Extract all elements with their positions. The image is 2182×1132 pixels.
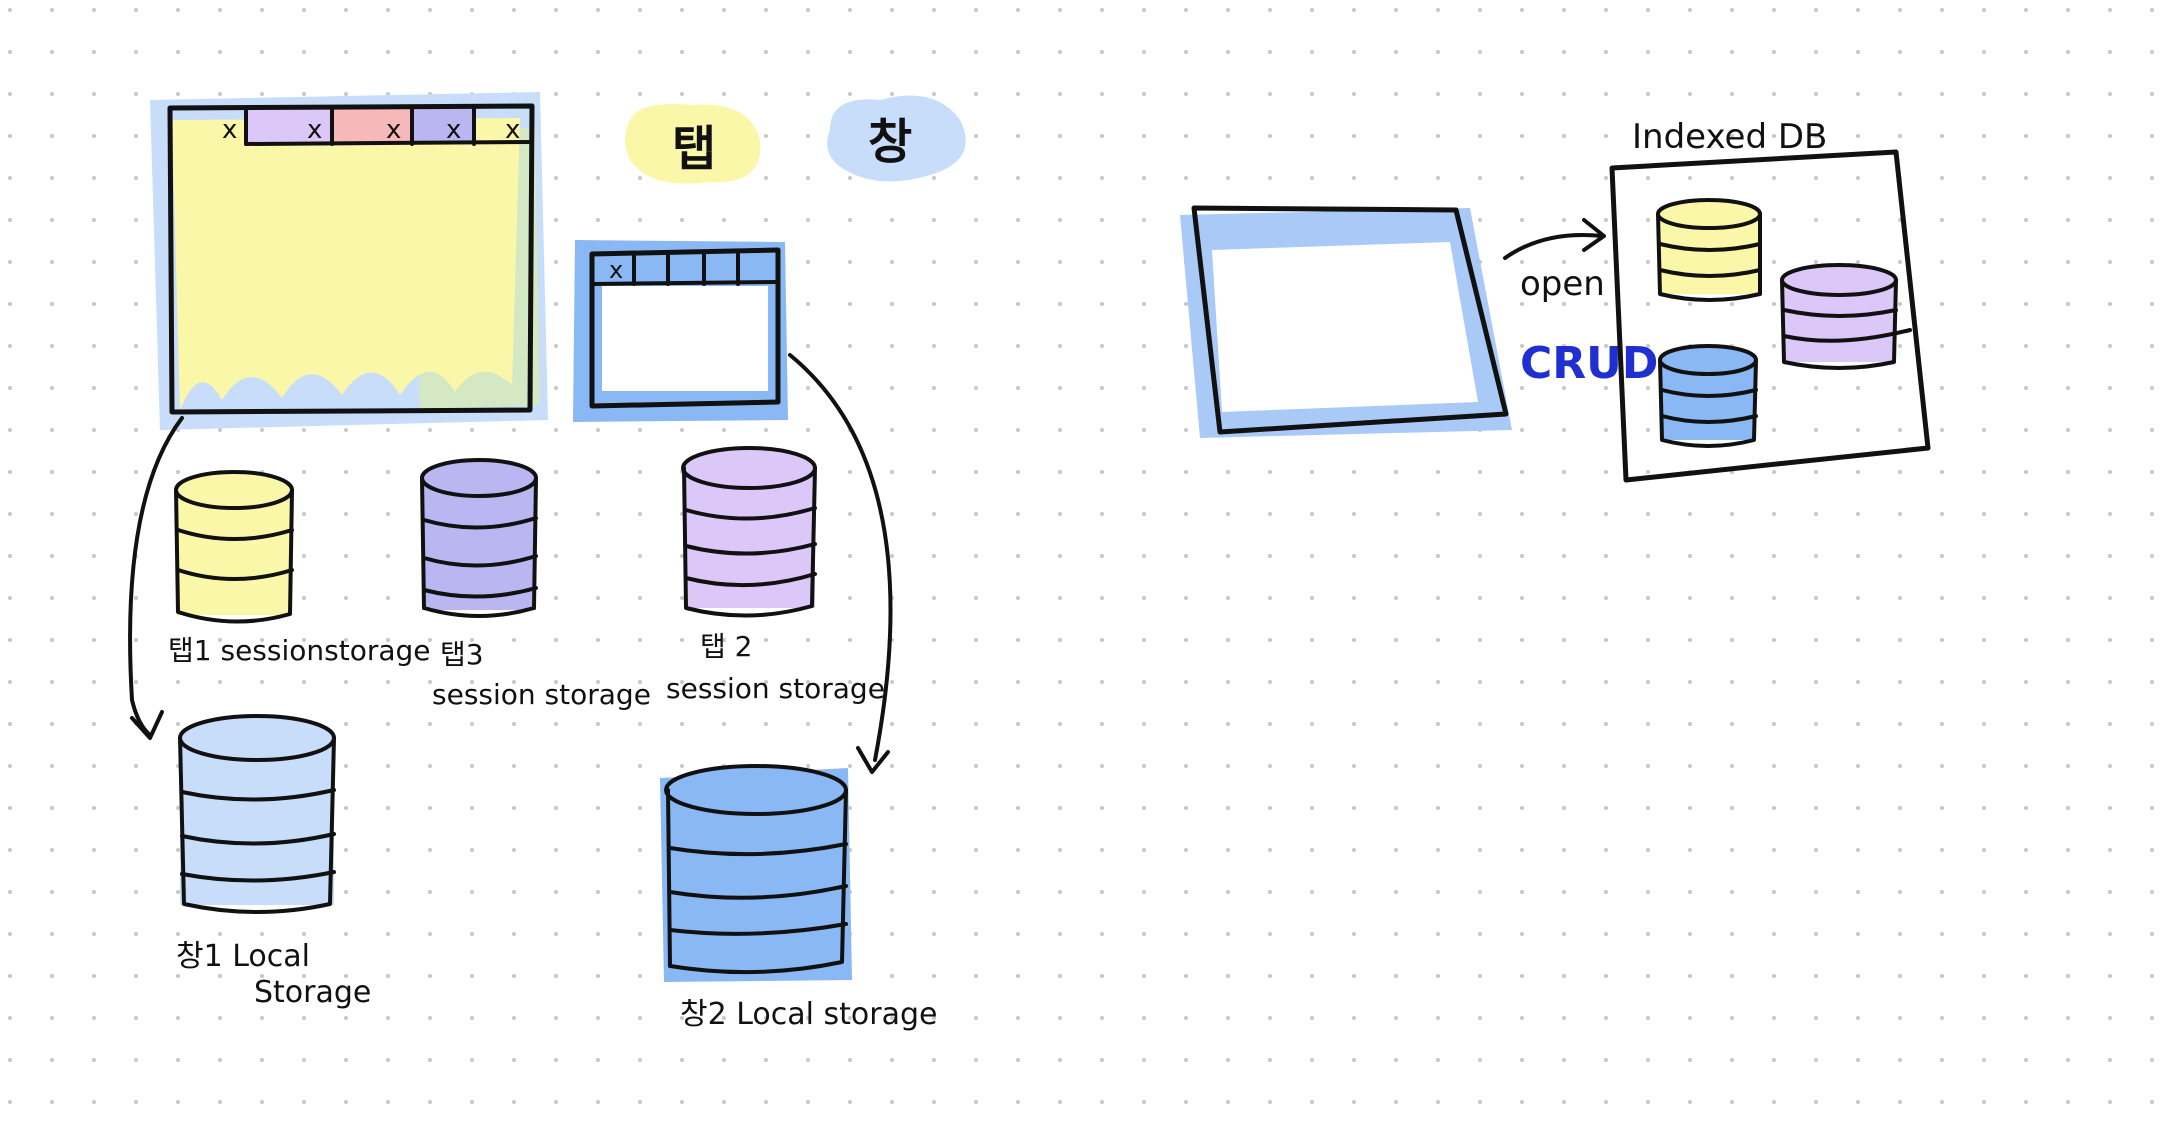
indexeddb-container	[1609, 149, 1931, 483]
arrow-window-1-to-local	[128, 416, 184, 737]
window-1-tab-3-fill	[412, 108, 474, 144]
cylinder-band-1	[684, 506, 817, 521]
window-2-tab-close-icon: x	[609, 256, 623, 284]
cylinder-band-3	[422, 586, 538, 599]
window-1-tab-0-close-icon: x	[222, 115, 237, 145]
window-3-body-fill	[1212, 242, 1478, 412]
cylinder-top-fill	[683, 448, 815, 488]
browser-window-1: x x x x x	[150, 92, 548, 430]
cylinder-band-1	[180, 788, 336, 802]
window-1-tab-4-close-icon: x	[505, 115, 520, 145]
browser-window-3	[1180, 205, 1512, 438]
label-tab1-session: 탭1 sessionstorage	[168, 634, 431, 667]
db-icon-tab3-session	[420, 458, 538, 618]
idb-purple-band-1	[1782, 308, 1898, 318]
window-2-outline	[589, 247, 781, 409]
label-tab2-session-line2: session storage	[666, 672, 885, 705]
cylinder-band-1	[668, 842, 848, 857]
cylinder-sides	[682, 466, 817, 618]
legend-tab-label: 탭	[672, 121, 716, 177]
cylinder-fill	[180, 738, 334, 905]
window-1-tab-2-fill	[332, 108, 412, 144]
cylinder-fill	[176, 490, 292, 615]
window-3-outline	[1191, 205, 1509, 435]
cylinder-band-3	[180, 870, 336, 883]
cylinder-top-fill	[666, 766, 846, 814]
open-arrow-head	[1582, 218, 1606, 252]
label-tab2-session-line1: 탭 2	[700, 630, 752, 663]
window-2-body-fill	[602, 286, 768, 391]
window-1-tab-2-close-icon: x	[386, 115, 401, 145]
idb-purple-top-fill	[1782, 265, 1896, 295]
window-2-tabbar-line	[590, 280, 780, 286]
open-arrow	[1503, 232, 1604, 260]
window-1-tab-1-close-icon: x	[307, 115, 322, 145]
cylinder-top-fill	[422, 460, 536, 496]
legend-tab: 탭	[625, 104, 761, 184]
arrow-window-1-head	[130, 710, 164, 740]
cylinder-band-2	[668, 884, 848, 900]
cylinder-band-3	[668, 922, 848, 936]
cylinder-top-fill	[176, 472, 292, 508]
idb-yellow-band-1	[1658, 242, 1762, 252]
browser-window-2: x	[573, 240, 788, 422]
idb-yellow-band-2	[1658, 268, 1762, 278]
cylinder-fill	[422, 478, 536, 610]
cylinder-band-2	[176, 568, 294, 581]
idb-blue-band-1	[1660, 388, 1758, 398]
cylinder-top-fill	[180, 716, 334, 760]
cylinder-fill	[684, 470, 815, 608]
idb-blue-band-2	[1660, 414, 1758, 424]
legend-tab-blob	[625, 104, 761, 184]
idb-purple-band-2	[1782, 328, 1912, 343]
cylinder-sides	[666, 788, 848, 975]
window-1-tab-1-fill	[246, 108, 332, 144]
cylinder-band-3	[684, 572, 817, 588]
label-window1-local-line2: Storage	[254, 975, 371, 1010]
cylinder-band-1	[176, 528, 294, 541]
label-window1-local-line1: 창1 Local	[176, 939, 310, 974]
cylinder-sides	[174, 488, 294, 624]
idb-blue-sides	[1658, 358, 1758, 448]
cylinder-band-2	[180, 832, 336, 846]
legend-window: 창	[827, 95, 966, 182]
idb-yellow-top-fill	[1658, 200, 1760, 228]
label-window2-local: 창2 Local storage	[680, 997, 937, 1032]
db-icon-window2-local	[660, 764, 852, 982]
label-open: open	[1520, 264, 1605, 304]
idb-blue-top-fill	[1660, 346, 1756, 374]
label-indexeddb-title: Indexed DB	[1632, 117, 1827, 157]
window-1-body-fill	[172, 118, 520, 410]
db-icon-tab1-session	[174, 470, 294, 624]
arrow-window-2-head	[856, 746, 890, 774]
cylinder-sides	[420, 476, 538, 618]
window-1-tabbar-line	[244, 140, 532, 146]
cylinder-band-2	[684, 542, 817, 556]
arrow-window-2-to-local	[788, 353, 893, 762]
cylinder-band-1	[422, 516, 538, 530]
indexeddb-box	[1609, 149, 1931, 483]
db-icon-tab2-session	[681, 446, 817, 618]
legend-window-blob	[827, 95, 966, 182]
label-tab3-session-line2: session storage	[432, 678, 651, 711]
cylinder-band-2	[422, 554, 538, 568]
cylinder-sides	[178, 736, 336, 914]
legend-window-label: 창	[868, 114, 912, 170]
idb-purple-sides	[1780, 278, 1898, 370]
label-crud: CRUD	[1520, 338, 1658, 389]
window-1-tab-3-close-icon: x	[446, 115, 461, 145]
label-tab3-session-line1: 탭3	[440, 638, 484, 671]
db-icon-window1-local	[178, 714, 336, 914]
idb-yellow-sides	[1656, 212, 1762, 302]
